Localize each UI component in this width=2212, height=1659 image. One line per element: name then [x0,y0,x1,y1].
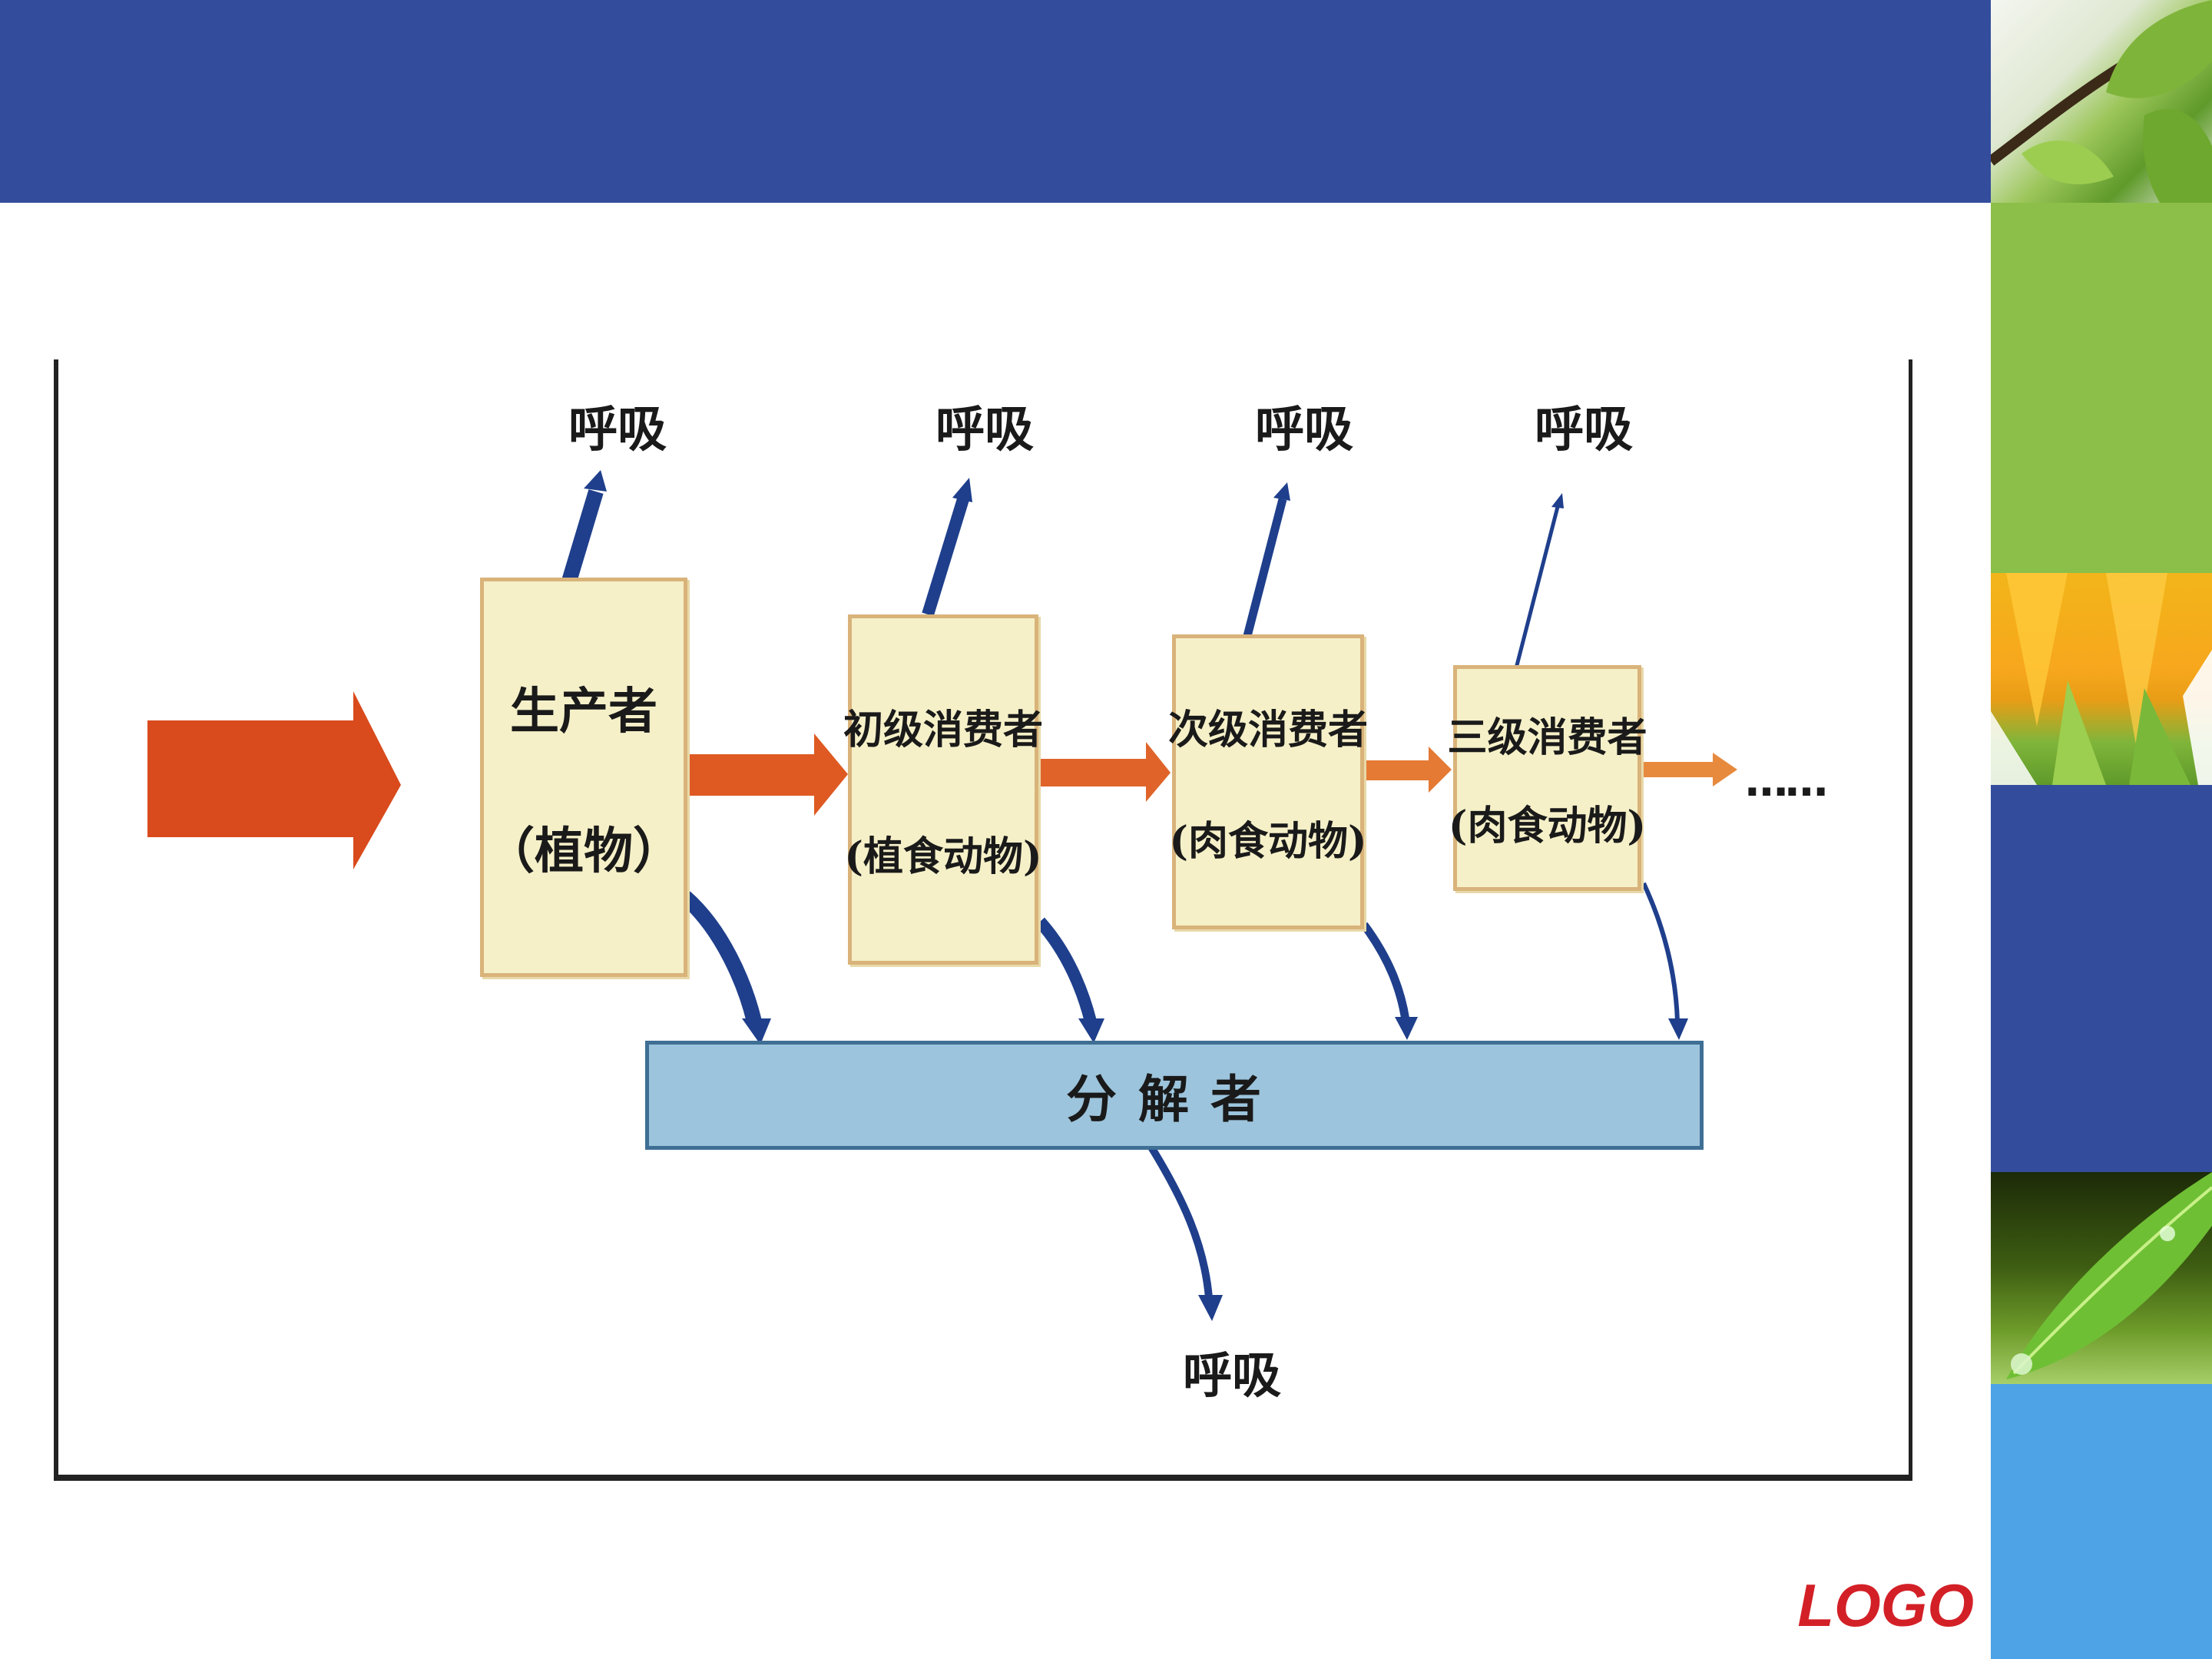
side-dark-blue-block [1991,785,2212,1172]
producer-label: 生产者 [510,683,657,740]
leaf-image-top [1987,0,2212,203]
decomposer-respiration-arrow [1147,1144,1213,1299]
respiration-arrow-primary [922,497,969,617]
decay-arrow-producer [680,891,762,1024]
header-bar [0,0,1991,203]
side-decoration-panel [1987,0,2212,1659]
decay-arrow-tertiary [1641,882,1680,1022]
respiration-label-primary: 呼吸 [935,401,1034,459]
respiration-label-producer: 呼吸 [568,401,667,459]
energy-arrow-primary-secondary [1038,742,1171,802]
logo: LOGO [1797,1571,1974,1639]
secondary-consumer-sublabel: (肉食动物) [1169,818,1367,865]
producer-sublabel: （植物） [485,823,682,880]
primary-consumer-sublabel: (植食动物) [844,833,1042,880]
side-leaf-image-bottom [1991,1172,2212,1384]
tertiary-consumer-label: 三级消费者 [1447,714,1647,761]
secondary-consumer-box: 次级消费者 (肉食动物) [1168,634,1368,929]
respiration-arrow-tertiary [1514,506,1560,669]
secondary-consumer-label: 次级消费者 [1168,707,1369,753]
input-energy-arrow [147,691,401,869]
tulip-image [1991,573,2212,785]
energy-arrow-tertiary-out [1641,753,1737,786]
producer-box: 生产者 （植物） [480,578,687,977]
side-tulip-image [1991,573,2212,785]
decomposer-label: 分解者 [1066,1069,1283,1129]
respiration-label-tertiary: 呼吸 [1535,401,1633,459]
respiration-label-decomposer: 呼吸 [1183,1347,1281,1405]
side-leaf-image-top [1987,0,2212,203]
decomposer-bar: 分解者 [645,1041,1704,1150]
continuation-dots: …… [1745,757,1828,806]
decay-arrow-secondary [1360,922,1410,1021]
diagram-frame [54,359,1912,1481]
respiration-label-secondary: 呼吸 [1255,401,1353,459]
leaf-image-bottom [2006,1172,2212,1379]
side-light-blue-block [1991,1384,2212,1659]
energy-arrow-producer-primary [687,733,848,816]
tertiary-consumer-box: 三级消费者 (肉食动物) [1448,665,1647,891]
energy-arrow-secondary-tertiary [1364,747,1452,793]
side-green-block [1991,203,2212,573]
respiration-arrow-secondary [1243,498,1287,637]
primary-consumer-box: 初级消费者 (植食动物) [843,614,1043,965]
respiration-arrow-producer [561,489,604,586]
tertiary-consumer-sublabel: (肉食动物) [1448,803,1647,849]
decay-arrow-primary [1035,917,1097,1023]
primary-consumer-label: 初级消费者 [843,707,1044,753]
